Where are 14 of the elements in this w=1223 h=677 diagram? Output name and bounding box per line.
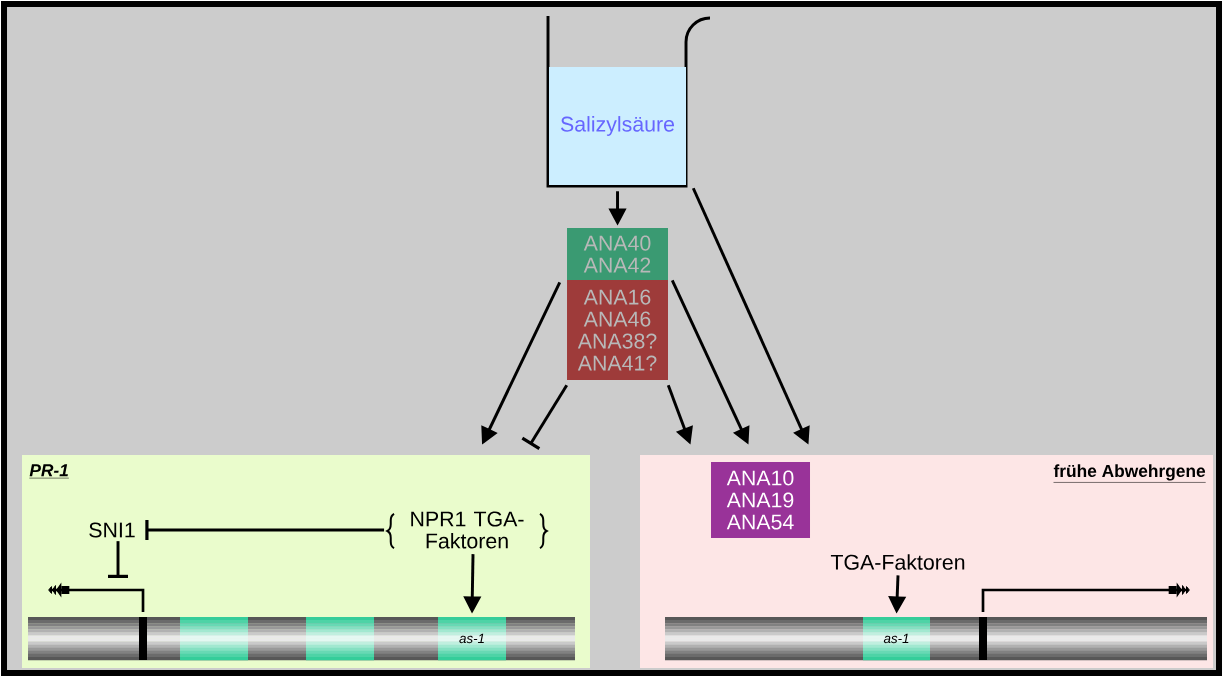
binding-site-box: as-1 xyxy=(438,617,506,661)
gene-group-box: ANA16 ANA46 ANA38? ANA41? xyxy=(567,280,668,380)
protein-label: TGA-Faktoren xyxy=(830,554,965,570)
beaker-liquid: Salizylsäure xyxy=(549,67,686,185)
protein-label: SNI1 xyxy=(89,522,135,538)
panel-heading: PR-1 xyxy=(29,464,70,479)
inhibition-line xyxy=(108,541,128,578)
protein-label: NPR1 TGA-Faktoren xyxy=(386,511,548,550)
inhibition-line xyxy=(145,520,385,540)
gene-group-box: ANA10 ANA19 ANA54 xyxy=(711,462,810,538)
gene-group-box: ANA40 ANA42 xyxy=(567,228,668,280)
binding-site-box: as-1 xyxy=(863,617,930,661)
inhibition-line xyxy=(521,384,568,450)
panel-heading: frühe Abwehrgene xyxy=(1053,464,1206,483)
